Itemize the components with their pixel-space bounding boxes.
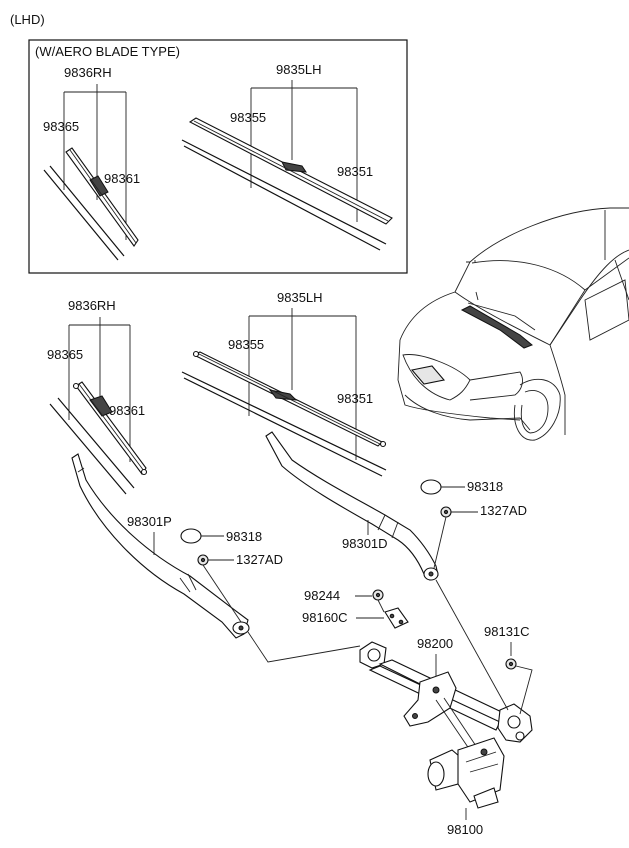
inset-title: (W/AERO BLADE TYPE) <box>35 44 180 59</box>
inset-lh-refill-strip <box>181 139 387 251</box>
passenger-cap-icon <box>180 528 202 544</box>
passenger-wiper-arm <box>71 453 250 639</box>
inset-lh-assembly-label: 9835LH <box>276 62 322 77</box>
motor-label: 98100 <box>447 822 483 837</box>
main-lh-bracket-line <box>248 308 357 460</box>
main-lh-assembly-label: 9835LH <box>277 290 323 305</box>
inset-rh-blade-label: 98361 <box>104 171 140 186</box>
main-rh-refill-label: 98365 <box>47 347 83 362</box>
nut-linkage-label: 98131C <box>484 624 530 639</box>
linkage-label: 98200 <box>417 636 453 651</box>
bracket-icon <box>384 607 409 629</box>
inset-lh-wiper-blade <box>188 117 393 225</box>
main-lh-refill-strip <box>181 371 387 477</box>
cap-passenger-label: 98318 <box>226 529 262 544</box>
wiper-motor <box>427 737 505 809</box>
driver-cap-icon <box>420 479 442 495</box>
main-lh-wiper-blade <box>192 350 387 448</box>
main-rh-wiper-blade <box>72 381 148 476</box>
linkage-nut-icon <box>505 658 517 670</box>
nut-driver-label: 1327AD <box>480 503 527 518</box>
main-lh-refill-label: 98351 <box>337 391 373 406</box>
main-lh-blade-label: 98355 <box>228 337 264 352</box>
bolt-icon <box>372 589 384 601</box>
bracket-label: 98160C <box>302 610 348 625</box>
main-rh-assembly-label: 9836RH <box>68 298 116 313</box>
main-rh-bracket-line <box>68 317 131 462</box>
arm-passenger-label: 98301P <box>127 514 172 529</box>
inset-rh-wiper-blade <box>65 147 139 247</box>
inset-lh-blade-label: 98355 <box>230 110 266 125</box>
driver-wiper-arm <box>265 431 439 581</box>
aero-blade-inset: (W/AERO BLADE TYPE) 9836RH 98365 98361 9… <box>28 39 408 274</box>
passenger-arm-leader <box>247 631 361 663</box>
inset-rh-refill-strip <box>43 165 125 261</box>
cap-driver-label: 98318 <box>467 479 503 494</box>
inset-lh-bracket-line <box>250 80 358 222</box>
nut-passenger-label: 1327AD <box>236 552 283 567</box>
bolt-label: 98244 <box>304 588 340 603</box>
arm-driver-label: 98301D <box>342 536 388 551</box>
main-rh-blade-label: 98361 <box>109 403 145 418</box>
inset-rh-assembly-label: 9836RH <box>64 65 112 80</box>
inset-lh-refill-label: 98351 <box>337 164 373 179</box>
wiper-linkage <box>359 641 533 763</box>
driver-arm-leader <box>435 579 509 711</box>
main-rh-refill-strip <box>49 397 135 495</box>
passenger-nut-icon <box>197 554 209 566</box>
inset-frame <box>28 39 408 274</box>
car-wiper-highlight <box>460 305 533 349</box>
lhd-label: (LHD) <box>10 12 45 27</box>
driver-nut-icon <box>440 506 452 518</box>
car-illustration <box>397 207 629 441</box>
inset-rh-refill-label: 98365 <box>43 119 79 134</box>
inset-rh-bracket-line <box>63 84 127 240</box>
